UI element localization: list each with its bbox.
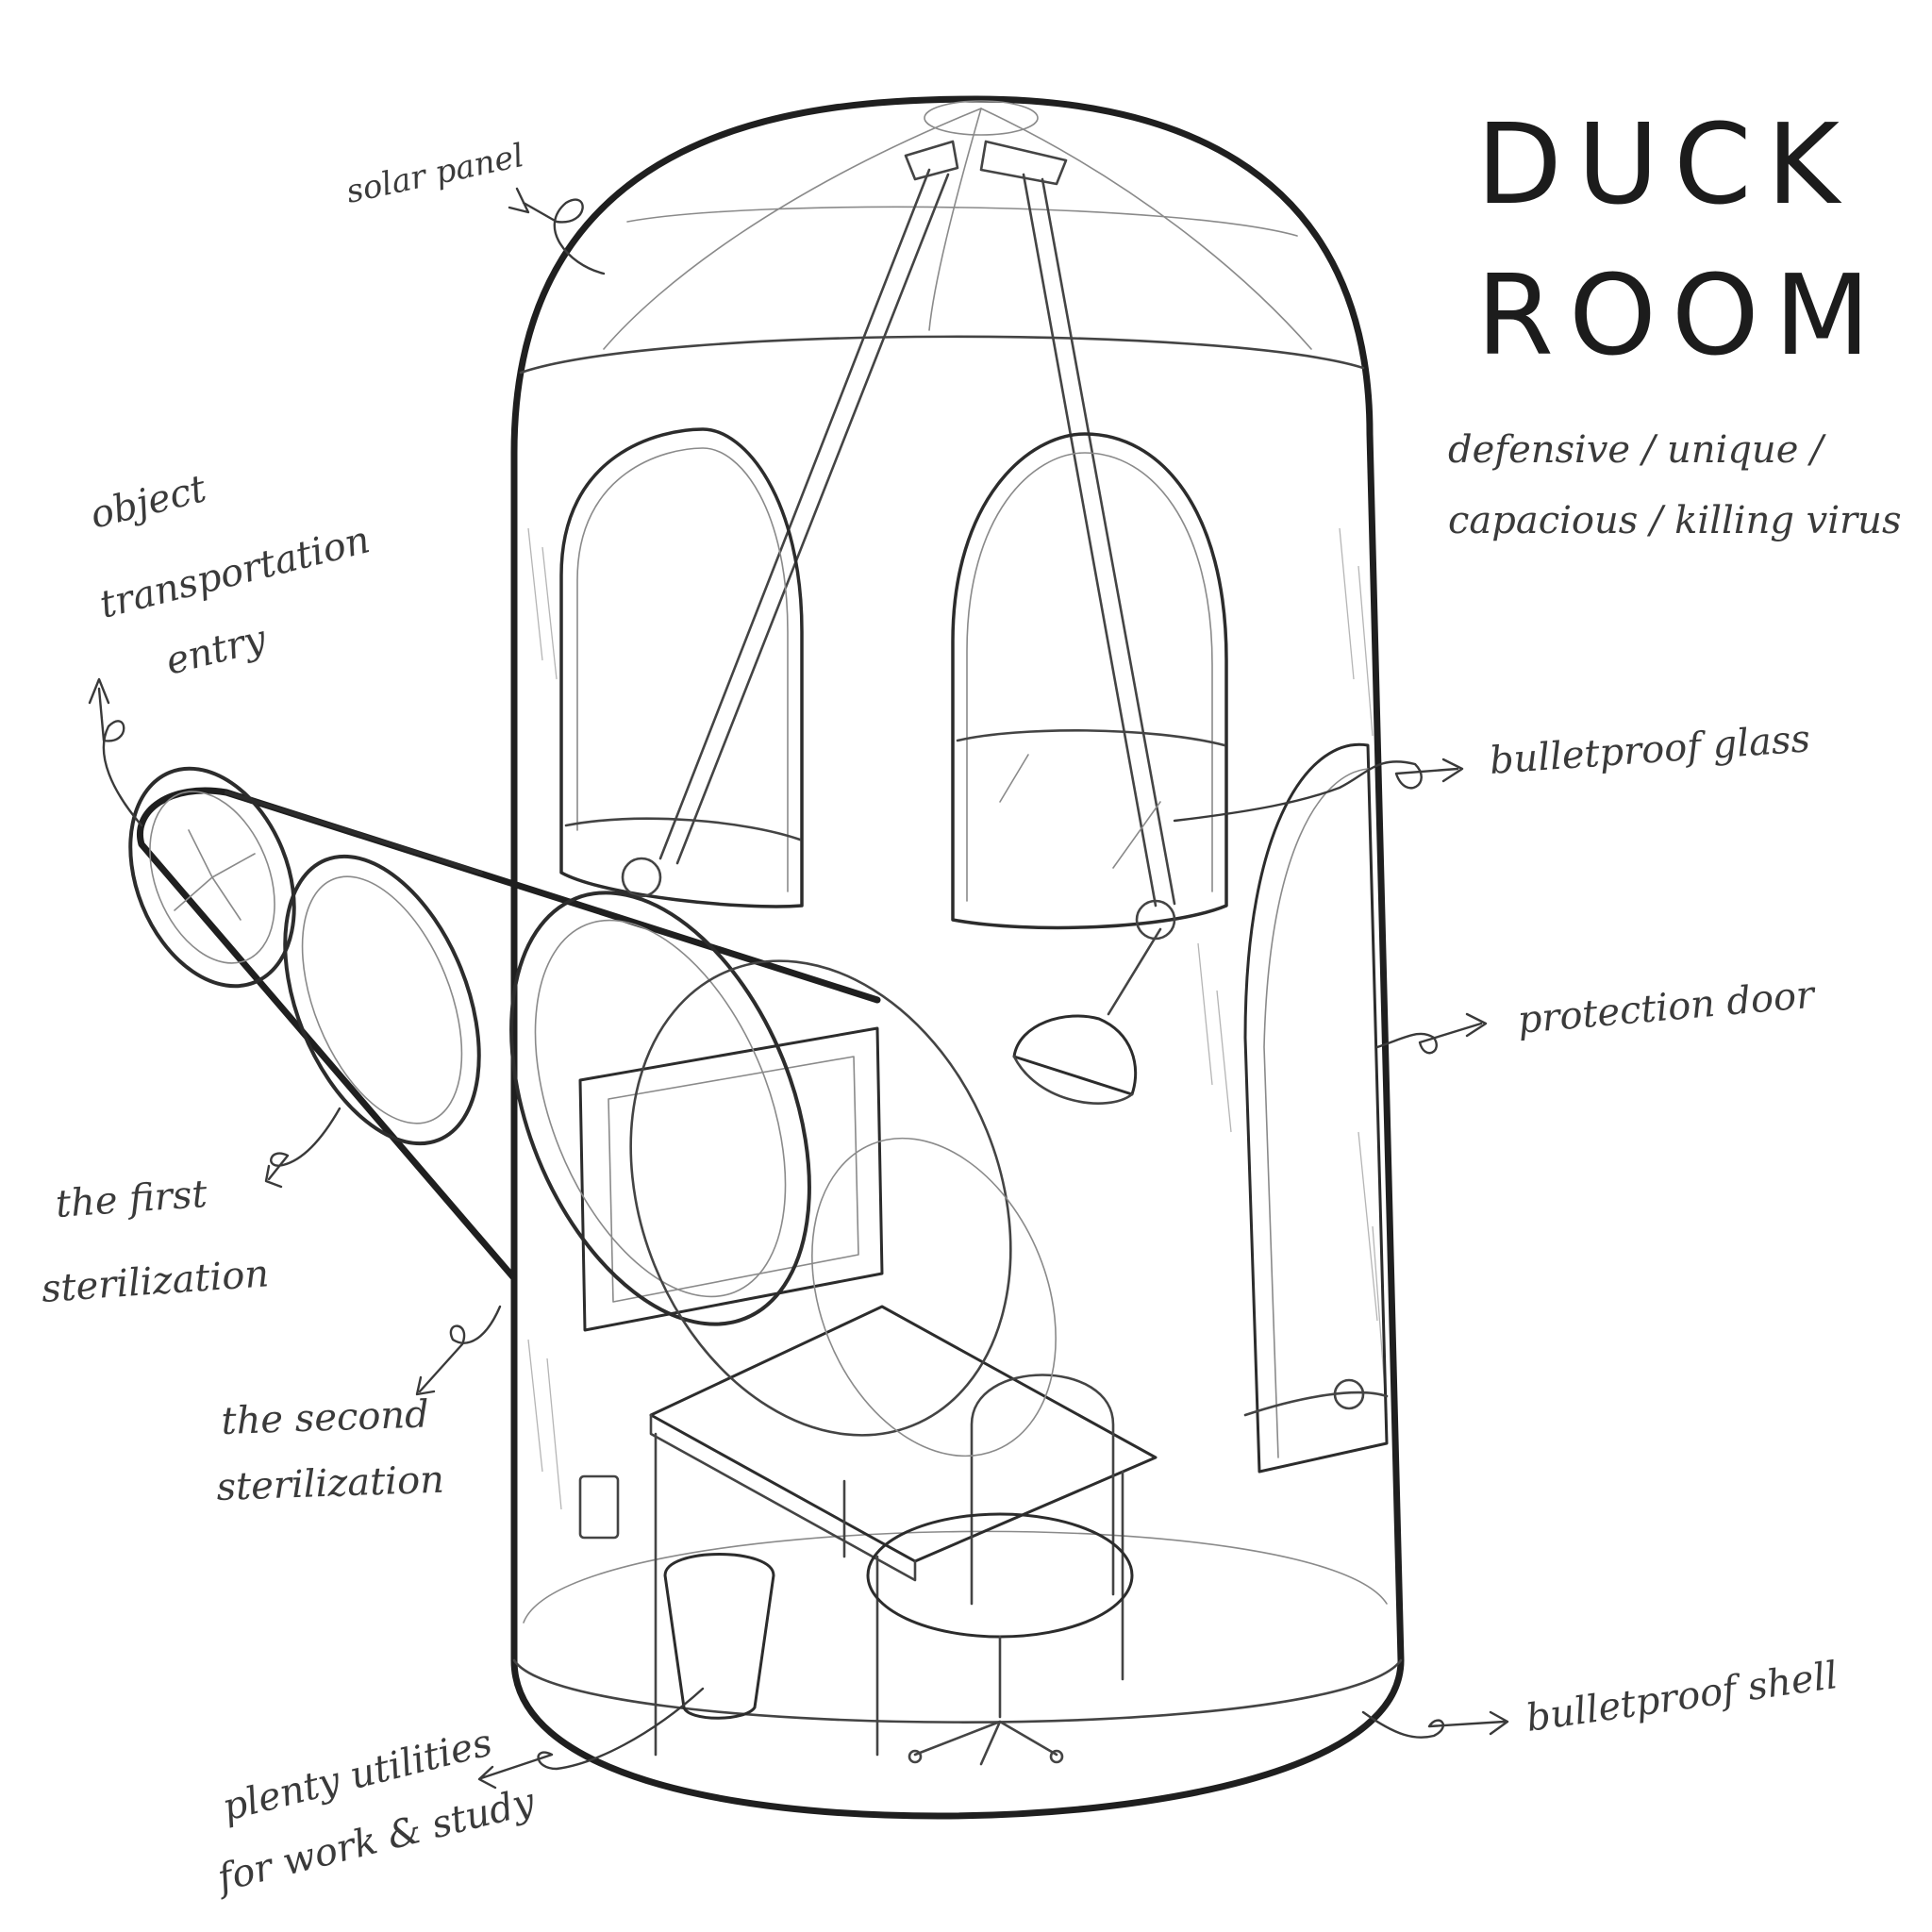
pointer-protection-door: [1375, 1012, 1488, 1055]
glass-glint-1: [999, 754, 1029, 803]
lamp-rod-right-2: [1041, 177, 1176, 906]
pointer-bulletproof-shell: [1361, 1710, 1509, 1739]
heading: DUCK ROOM defensive / unique / capacious…: [1448, 99, 1901, 542]
window-right-sill: [956, 729, 1226, 747]
pointer-object-entry: [88, 677, 143, 827]
workspace: [578, 1026, 1158, 1766]
annotation-labels: solar panel object transportation entry …: [40, 137, 1840, 1901]
pointer-second-sterilization: [415, 1305, 502, 1396]
subtitle-line-1: defensive / unique /: [1448, 428, 1826, 472]
sterilization-tube: [128, 766, 1057, 1457]
second-sterilization-ring: [509, 891, 811, 1326]
label-bulletproof-shell: bulletproof shell: [1524, 1654, 1840, 1740]
chair-wheel-1: [908, 1749, 923, 1764]
floor-ellipse: [523, 1530, 1388, 1624]
door-inner-edge: [1263, 768, 1369, 1458]
window-right: [951, 432, 1228, 930]
title-line-1: DUCK: [1476, 99, 1855, 229]
label-solar-panel: solar panel: [343, 137, 527, 211]
monitor-screen: [608, 1056, 859, 1303]
shell-hatching: [527, 527, 1388, 1510]
lamp-shade: [1012, 1014, 1138, 1096]
label-object-entry-3: entry: [161, 617, 272, 684]
title-line-2: ROOM: [1476, 250, 1886, 380]
window-left: [559, 427, 804, 908]
desk-top: [649, 1305, 1158, 1563]
chair-wheel-2: [1049, 1749, 1064, 1764]
desk-edge: [649, 1413, 917, 1582]
window-left-inner: [576, 447, 789, 892]
base-ring: [512, 1658, 1403, 1724]
entry-hatch: [128, 766, 296, 989]
label-second-sterilization-2: sterilization: [216, 1458, 445, 1509]
dome-meridian-c: [928, 108, 982, 331]
label-bulletproof-glass: bulletproof glass: [1488, 717, 1811, 783]
subtitle-line-2: capacious / killing virus: [1448, 499, 1901, 542]
solar-panel-right: [979, 140, 1068, 186]
door-handle: [1333, 1378, 1365, 1410]
lamp-rod-right: [1022, 173, 1158, 908]
glass-glint-2: [1112, 801, 1161, 869]
label-object-entry-2: transportation: [95, 518, 374, 626]
pointer-first-sterilization: [264, 1107, 341, 1189]
protection-door: [1243, 742, 1389, 1474]
entry-fan: [174, 829, 256, 921]
door-frame: [1243, 742, 1389, 1474]
first-sterilization-ring-inner: [301, 875, 463, 1124]
door-bottom: [1243, 1391, 1389, 1417]
dome-ring-1: [626, 206, 1298, 237]
label-first-sterilization-1: the first: [54, 1173, 208, 1226]
label-second-sterilization-1: the second: [221, 1392, 430, 1443]
window-left-hinge: [621, 857, 662, 898]
wall-socket: [578, 1474, 620, 1540]
first-sterilization-ring: [283, 854, 481, 1146]
lamp-rod-left-2: [675, 173, 950, 865]
second-sterilization-ring-inner: [534, 919, 787, 1298]
pointer-solar-panel: [508, 187, 606, 275]
label-protection-door: protection door: [1516, 973, 1819, 1042]
dome-meridian-l: [603, 108, 982, 350]
pointer-utilities: [477, 1687, 705, 1790]
label-first-sterilization-2: sterilization: [40, 1252, 270, 1311]
window-right-inner: [966, 452, 1213, 902]
tube-top-edge: [225, 791, 483, 874]
inner-tube-hatch: [811, 1137, 1057, 1457]
lamp-rod-left: [658, 168, 931, 860]
chair-feet: [913, 1720, 1058, 1766]
desk-lamp: [1012, 927, 1162, 1105]
pointer-bulletproof-glass: [1173, 758, 1464, 823]
lamp-shade-rim: [1012, 1055, 1134, 1105]
entry-hatch-inner: [149, 791, 275, 964]
tube-outline: [137, 787, 881, 1282]
dome-ring-2: [519, 335, 1365, 375]
shell-outline: [510, 95, 1405, 1820]
lamp-arm: [1107, 927, 1162, 1016]
annotation-pointers: [88, 187, 1509, 1790]
dome-meridian-r: [980, 108, 1312, 350]
bulletproof-glass-windows: [559, 427, 1228, 941]
capsule-shell: [510, 95, 1405, 1820]
chair-back: [970, 1374, 1115, 1606]
window-left-sill: [564, 817, 802, 841]
waste-bin: [663, 1553, 775, 1720]
solar-panel-left: [904, 140, 959, 181]
dome-ring-top: [924, 100, 1039, 136]
label-object-entry-1: object: [86, 467, 211, 538]
inner-tube-door: [629, 959, 1012, 1437]
